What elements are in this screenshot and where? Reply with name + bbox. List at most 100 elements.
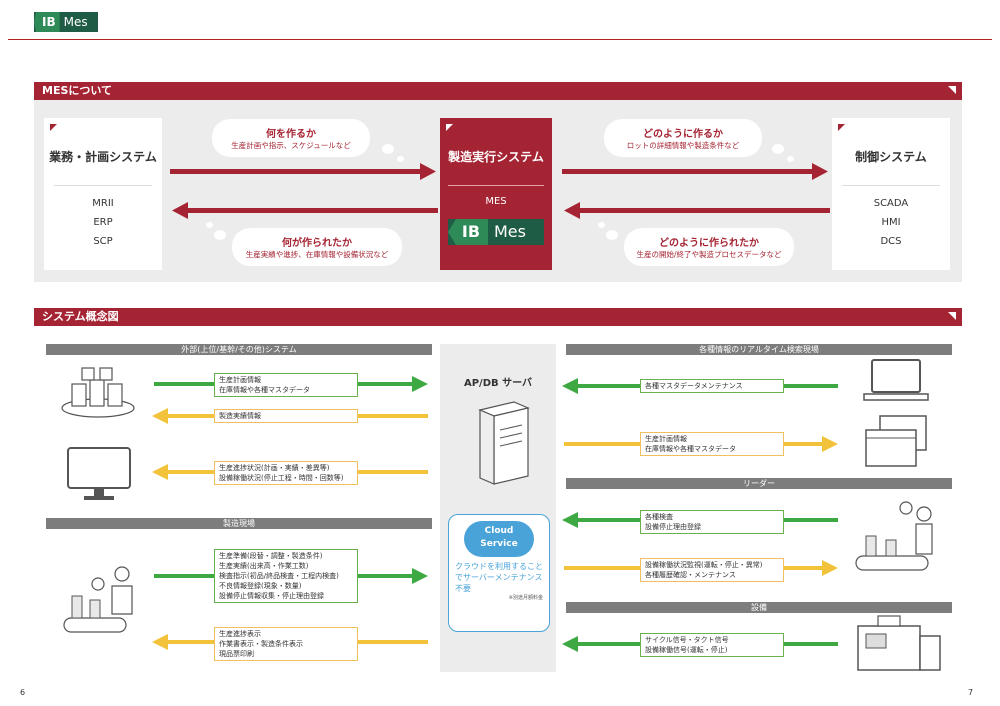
list-item: SCP [93, 236, 113, 247]
cloud-note: ※別途月額料金 [508, 595, 543, 601]
list-item: MRII [92, 198, 114, 209]
page-number-left: 6 [20, 688, 26, 697]
arrow-head [412, 568, 428, 584]
label-master-maintenance: 各種マスタデータメンテナンス [640, 379, 784, 393]
mes-logo: IB Mes [448, 219, 544, 245]
divider [448, 185, 544, 186]
label-factory-output: 生産進捗表示 作業書表示・製造条件表示 現品票印刷 [214, 627, 358, 661]
arrow-head [562, 378, 578, 394]
divider [842, 185, 940, 186]
mes-abbr: MES [485, 196, 507, 207]
arrow-head [152, 464, 168, 480]
page-number-right: 7 [968, 688, 974, 697]
cloud-icon: Cloud Service [464, 521, 534, 557]
arrow-right-head [420, 163, 436, 180]
bubble-title: 何を作るか [266, 129, 316, 140]
arrow-right-line [170, 169, 420, 174]
list-item: HMI [881, 217, 901, 228]
arrow-left-line [188, 208, 438, 213]
business-planning-list: MRII ERP SCP [44, 194, 162, 251]
label-line: 設備停止理由登録 [645, 523, 701, 531]
label-line: 現品票印刷 [219, 650, 254, 658]
label-signals: サイクル信号・タクト信号 設備稼働信号(運転・停止) [640, 633, 784, 657]
header-divider [8, 39, 992, 40]
bubble-dot [206, 222, 213, 228]
bubble-sub: 生産実績や進捗、在庫情報や設備状況など [245, 250, 389, 259]
bubble-dot [606, 230, 618, 240]
label-line: 設備稼働状況監視(運転・停止・異常) [645, 561, 763, 569]
server-label: AP/DB サーバ [463, 378, 533, 389]
label-line: 不良情報登録(現象・数量) [219, 582, 302, 590]
label-line: 各種検査 [645, 513, 673, 521]
divider [54, 185, 152, 186]
business-planning-box: 業務・計画システム MRII ERP SCP [44, 118, 162, 270]
label-line: 設備稼働状況(停止工程・時間・回数等) [219, 474, 344, 482]
arrow-head [152, 634, 168, 650]
label-line: 生産計画情報 [219, 376, 261, 384]
server-icon [478, 401, 530, 485]
cloud-text: クラウドを利用することでサーバーメンテナンス不要 [455, 562, 543, 593]
arrow-head [822, 436, 838, 452]
label-line: 製造実績情報 [219, 412, 261, 420]
label-line: 生産準備(段替・調整・製造条件) [219, 552, 323, 560]
left-flow-arrows [170, 163, 438, 219]
section-system-concept-title: システム概念図 [42, 310, 119, 323]
arrow-left-line [580, 208, 830, 213]
label-plan-info: 生産計画情報 在庫情報や各種マスタデータ [214, 373, 358, 397]
logo-ib: IB [34, 12, 60, 32]
control-system-title: 制御システム [855, 150, 927, 164]
bubble-dot [397, 156, 404, 162]
arrow-head [562, 636, 578, 652]
corner-mark [446, 124, 453, 131]
cloud-line1: Cloud [484, 526, 514, 536]
mes-logo-mes: Mes [494, 222, 526, 241]
server-cluster-icon [61, 367, 135, 418]
corner-mark [50, 124, 57, 131]
bubble-dot [382, 144, 394, 154]
bubble-what-to-make: 何を作るか 生産計画や指示、スケジュールなど [212, 119, 370, 157]
mes-title: 製造実行システム [448, 150, 544, 164]
label-factory-input: 生産準備(段替・調整・製造条件) 生産実績(出来高・作業工数) 検査指示(初品/… [214, 549, 358, 603]
label-plan-info-right: 生産計画情報 在庫情報や各種マスタデータ [640, 432, 784, 456]
cloud-line2: Service [480, 539, 518, 549]
business-planning-title: 業務・計画システム [49, 150, 157, 164]
group-header-reader: リーダー [566, 478, 952, 489]
list-item: ERP [93, 217, 113, 228]
brand-logo: IB Mes [34, 12, 98, 32]
logo-mes: Mes [63, 15, 88, 29]
label-line: 設備停止情報収集・停止理由登録 [219, 592, 324, 600]
control-system-box: 制御システム SCADA HMI DCS [832, 118, 950, 270]
label-line: 作業書表示・製造条件表示 [219, 640, 303, 648]
list-item: DCS [880, 236, 902, 247]
group-header-factory: 製造現場 [46, 518, 432, 529]
group-header-equipment: 設備 [566, 602, 952, 613]
arrow-head [412, 376, 428, 392]
list-item: SCADA [873, 198, 909, 209]
arrow-right-line [562, 169, 812, 174]
equipment-machine-icon [857, 615, 941, 671]
arrow-left-head [564, 202, 580, 219]
right-flow-arrows [562, 163, 830, 219]
bubble-title: どのように作られたか [659, 238, 759, 249]
bubble-title: どのように作るか [643, 129, 723, 140]
section-system-concept-header: システム概念図 [34, 308, 962, 326]
cloud-service-box: Cloud Service クラウドを利用することでサーバーメンテナンス不要 ※… [448, 514, 550, 632]
label-line: サイクル信号・タクト信号 [645, 636, 729, 644]
label-line: 生産進捗表示 [219, 630, 261, 638]
label-line: 検査指示(初品/終品検査・工程内検査) [219, 572, 339, 580]
label-line: 生産実績(出来高・作業工数) [219, 562, 309, 570]
section-mes-about-header: MESについて [34, 82, 962, 100]
bubble-dot [598, 222, 605, 228]
bubble-sub: 生産計画や指示、スケジュールなど [231, 141, 351, 150]
arrow-right-head [812, 163, 828, 180]
label-line: 在庫情報や各種マスタデータ [219, 386, 310, 394]
label-line: 各種マスタデータメンテナンス [645, 382, 743, 390]
bubble-how-to-make: どのように作るか ロットの詳細情報や製造条件など [604, 119, 762, 157]
monitor-icon [67, 447, 131, 500]
section-mes-about-title: MESについて [42, 84, 113, 97]
bubble-sub: 生産の開始/終了や製造プロセスデータなど [636, 250, 782, 259]
mes-logo-ib: IB [448, 219, 488, 245]
reader-worker-icon [855, 501, 933, 571]
arrow-head [152, 408, 168, 424]
label-progress-status: 生産進捗状況(計画・実績・差異等) 設備稼働状況(停止工程・時間・回数等) [214, 461, 358, 485]
